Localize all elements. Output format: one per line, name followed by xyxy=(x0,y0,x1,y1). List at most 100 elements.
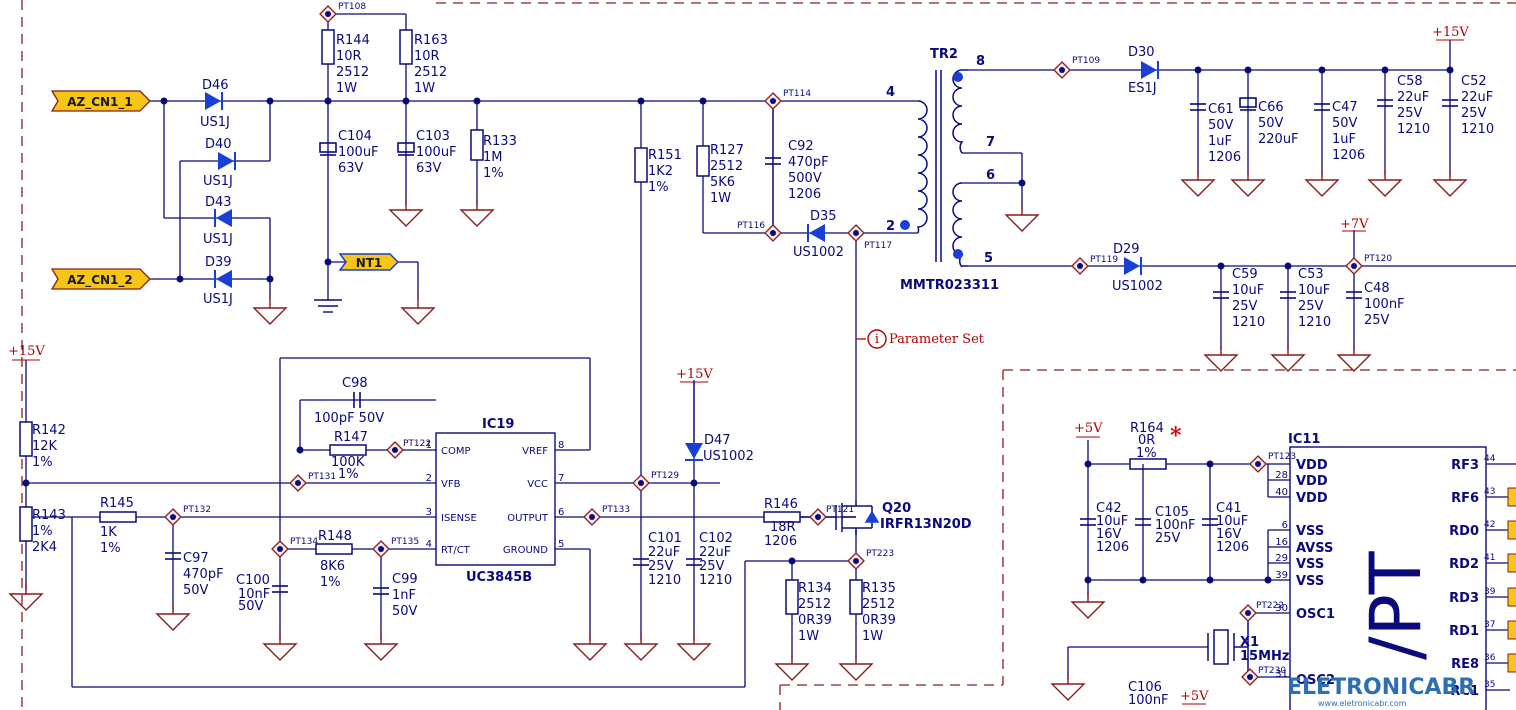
ic11-pin-RC1: RC1 xyxy=(1450,684,1479,699)
transformer-tr2[interactable] xyxy=(916,69,968,268)
transformer-dots xyxy=(900,72,963,259)
r127-v1: 2512 xyxy=(710,159,743,174)
r143-ref: R143 xyxy=(32,508,66,523)
ic19-body[interactable] xyxy=(435,432,556,566)
c59-ref: C59 xyxy=(1232,267,1258,282)
r146-v1: 18R xyxy=(770,520,796,535)
r145-v2: 1% xyxy=(100,541,121,556)
tr2-pin6: 6 xyxy=(986,168,995,183)
c47-v2: 1uF xyxy=(1332,132,1356,147)
r143-v1: 1% xyxy=(32,524,53,539)
r148-ref: R148 xyxy=(318,529,352,544)
ic11-pin-VSS-5: VSS xyxy=(1296,557,1324,572)
c103-ref: C103 xyxy=(416,129,450,144)
c104-v2: 63V xyxy=(338,161,364,176)
connector-cn1[interactable]: AZ_CN1_1 xyxy=(50,90,151,112)
testpoint-PT116: PT116 xyxy=(737,221,765,231)
r135-v2: 0R39 xyxy=(862,613,896,628)
ic11-pinnum-42: 42 xyxy=(1484,520,1495,530)
r127-v3: 1W xyxy=(710,191,731,206)
crystal-x1[interactable] xyxy=(1207,613,1249,677)
c106-ref: C106 xyxy=(1128,680,1162,695)
c105-v2: 25V xyxy=(1155,531,1181,546)
c92-v2: 500V xyxy=(788,171,822,186)
c52-v2: 25V xyxy=(1461,106,1487,121)
r148-v1: 8K6 xyxy=(320,559,345,574)
ic19-pin-RT/CT: RT/CT xyxy=(441,545,471,556)
parameter-set-note[interactable]: i Parameter Set xyxy=(856,329,985,349)
r151-v2: 1% xyxy=(648,180,669,195)
c104-ref: C104 xyxy=(338,129,372,144)
ic11-pin-VSS-3: VSS xyxy=(1296,524,1324,539)
testpoints[interactable] xyxy=(164,5,1363,686)
c102-ref: C102 xyxy=(699,531,733,546)
x1-val: 15MHz xyxy=(1240,649,1289,664)
ic11-pin-RF6: RF6 xyxy=(1451,491,1479,506)
ic11-pin-AVSS-4: AVSS xyxy=(1296,541,1333,556)
connector-cn2[interactable]: AZ_CN1_2 xyxy=(50,268,151,290)
c47-v3: 1206 xyxy=(1332,148,1365,163)
c101-v1: 22uF xyxy=(648,545,680,560)
c101-v3: 1210 xyxy=(648,573,681,588)
earth-ground xyxy=(314,299,342,313)
c42-v2: 16V xyxy=(1096,527,1122,542)
svg-text:D35: D35 xyxy=(810,209,837,224)
c48-ref: C48 xyxy=(1364,281,1390,296)
r135-v1: 2512 xyxy=(862,597,895,612)
ic19-pinnum-7: 7 xyxy=(558,473,564,484)
tr2-part: MMTR023311 xyxy=(900,278,999,293)
c97-v1: 470pF xyxy=(183,567,224,582)
resistors[interactable] xyxy=(19,29,1167,615)
r163-ref: R163 xyxy=(414,33,448,48)
svg-text:NT1: NT1 xyxy=(356,256,383,270)
c59-v1: 10uF xyxy=(1232,283,1264,298)
ic11-pinnum-40: 40 xyxy=(1275,487,1288,498)
c58-v1: 22uF xyxy=(1397,90,1429,105)
c42-v1: 10uF xyxy=(1096,514,1128,529)
r151-v1: 1K2 xyxy=(648,164,673,179)
svg-text:i: i xyxy=(875,332,879,347)
ic11-pin-RD3: RD3 xyxy=(1449,591,1479,606)
r146-ref: R146 xyxy=(764,497,798,512)
c106-v1: 100nF xyxy=(1128,693,1169,708)
r145-v1: 1K xyxy=(100,525,117,540)
c100-v1: 10nF xyxy=(238,587,270,602)
svg-text:+15V: +15V xyxy=(1432,25,1469,40)
svg-text:US1002: US1002 xyxy=(1112,279,1163,294)
c105-v1: 100nF xyxy=(1155,518,1196,533)
svg-text:+15V: +15V xyxy=(676,367,713,382)
c52-ref: C52 xyxy=(1461,74,1487,89)
ic11-pin-RD2: RD2 xyxy=(1449,557,1479,572)
r144-ref: R144 xyxy=(336,33,370,48)
c103-v1: 100uF xyxy=(416,145,457,160)
ic11-big-label: /PT xyxy=(1355,551,1437,660)
svg-text:www.eletronicabr.com: www.eletronicabr.com xyxy=(1318,699,1407,708)
ic11-pin-VSS-6: VSS xyxy=(1296,574,1324,589)
r127-v2: 5K6 xyxy=(710,175,735,190)
c58-v2: 25V xyxy=(1397,106,1423,121)
ic11-ref: IC11 xyxy=(1288,432,1320,447)
r164-ref: R164 xyxy=(1130,421,1164,436)
ic11-pinnum-43: 43 xyxy=(1484,487,1495,497)
cap-leads xyxy=(772,40,1451,580)
ic11-pin-RD1: RD1 xyxy=(1449,624,1479,639)
svg-text:+5V: +5V xyxy=(1180,689,1209,704)
tr2-pin2: 2 xyxy=(886,219,895,234)
c102-v1: 22uF xyxy=(699,545,731,560)
testpoint-PT131: PT131 xyxy=(308,472,336,482)
ic11-pinnum-30: 30 xyxy=(1275,603,1288,614)
r144-v3: 1W xyxy=(336,81,357,96)
ic11-pin-RF3: RF3 xyxy=(1451,458,1479,473)
ic11-body[interactable] xyxy=(1289,446,1487,710)
ntc-nt1[interactable]: NT1 xyxy=(338,253,400,271)
c102-v3: 1210 xyxy=(699,573,732,588)
